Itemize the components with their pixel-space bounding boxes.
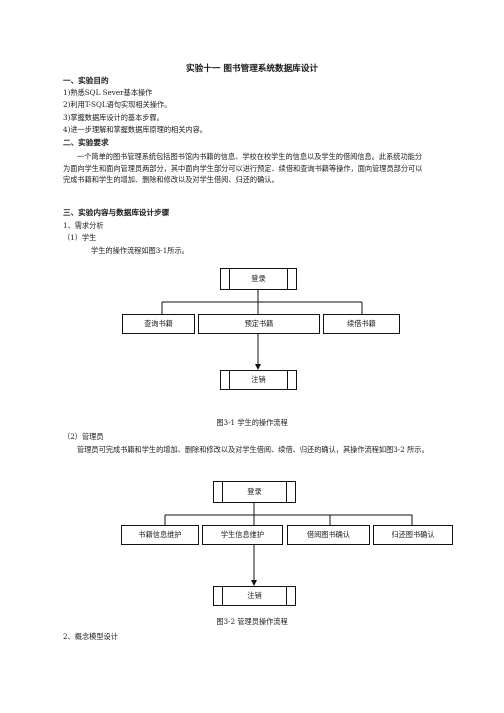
flow-box-reserve-books: 预定书籍 [198, 314, 320, 334]
section-heading-requirements: 二、实验要求 [63, 138, 109, 147]
flow-box-logout: 注销 [213, 586, 296, 606]
figure-2-caption: 图3-2 管理员操作流程 [216, 617, 288, 626]
purpose-item: 4)进一步理解和掌握数据库原理的相关内容。 [63, 125, 207, 134]
flow-box-student-info: 学生信息维护 [202, 525, 283, 545]
section-heading-content: 三、实验内容与数据库设计步骤 [63, 208, 170, 217]
page-title: 实验十一 图书管理系统数据库设计 [186, 64, 318, 74]
flow-box-return-confirm: 归还图书确认 [373, 525, 453, 545]
admin-intro: 管理员可完成书籍和学生的增加、删除和修改以及对学生借阅、续借、归还的确认，其操作… [77, 445, 429, 454]
flow-box-login: 登录 [220, 268, 297, 290]
student-intro: 学生的操作流程如图3-1所示。 [91, 246, 189, 255]
flow-box-login: 登录 [213, 481, 296, 503]
flow-box-query-books: 查询书籍 [122, 314, 195, 334]
figure-1-caption: 图3-1 学生的操作流程 [216, 418, 288, 427]
flow-box-borrow-confirm: 借阅图书确认 [287, 525, 370, 545]
admin-label: （2）管理员 [63, 432, 104, 441]
purpose-item: 3)掌握数据库设计的基本步骤。 [63, 113, 164, 122]
flow-box-logout: 注销 [220, 370, 297, 390]
student-label: （1）学生 [63, 233, 97, 242]
subheading-requirements-analysis: 1、需求分析 [63, 221, 104, 230]
purpose-item: 2)利用T-SQL语句实现相关操作。 [63, 100, 172, 109]
requirements-paragraph: 一个简单的图书管理系统包括图书馆内书籍的信息、学校在校学生的信息以及学生的借阅信… [63, 152, 423, 184]
purpose-item: 1)熟悉SQL Sever基本操作 [63, 88, 153, 97]
section-heading-purpose: 一、实验目的 [63, 76, 109, 85]
subheading-conceptual-model: 2、概念模型设计 [63, 632, 118, 641]
flow-box-renew-books: 续借书籍 [323, 314, 400, 334]
flow-box-book-info: 书籍信息维护 [121, 525, 199, 545]
